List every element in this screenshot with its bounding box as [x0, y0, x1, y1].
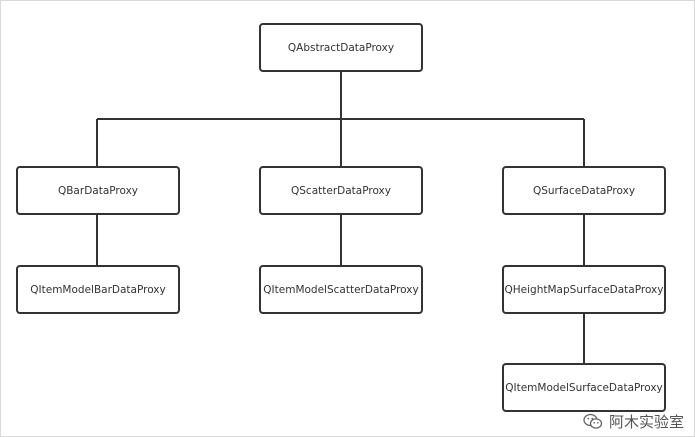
node-qscatterdataproxy: QScatterDataProxy — [259, 166, 423, 215]
node-qabstractdataproxy: QAbstractDataProxy — [259, 23, 423, 72]
node-qitemmodelsurfacedataproxy: QItemModelSurfaceDataProxy — [502, 363, 666, 412]
node-qsurfacedataproxy: QSurfaceDataProxy — [502, 166, 666, 215]
watermark: 阿木实验室 — [583, 411, 684, 432]
node-qitemmodelbardataproxy: QItemModelBarDataProxy — [16, 265, 180, 314]
node-qitemmodelscatterdataproxy: QItemModelScatterDataProxy — [259, 265, 423, 314]
watermark-text: 阿木实验室 — [608, 413, 684, 431]
node-qbardataproxy: QBarDataProxy — [16, 166, 180, 215]
node-qheightmapsurfacedataproxy: QHeightMapSurfaceDataProxy — [502, 265, 666, 314]
wechat-icon — [583, 413, 603, 430]
